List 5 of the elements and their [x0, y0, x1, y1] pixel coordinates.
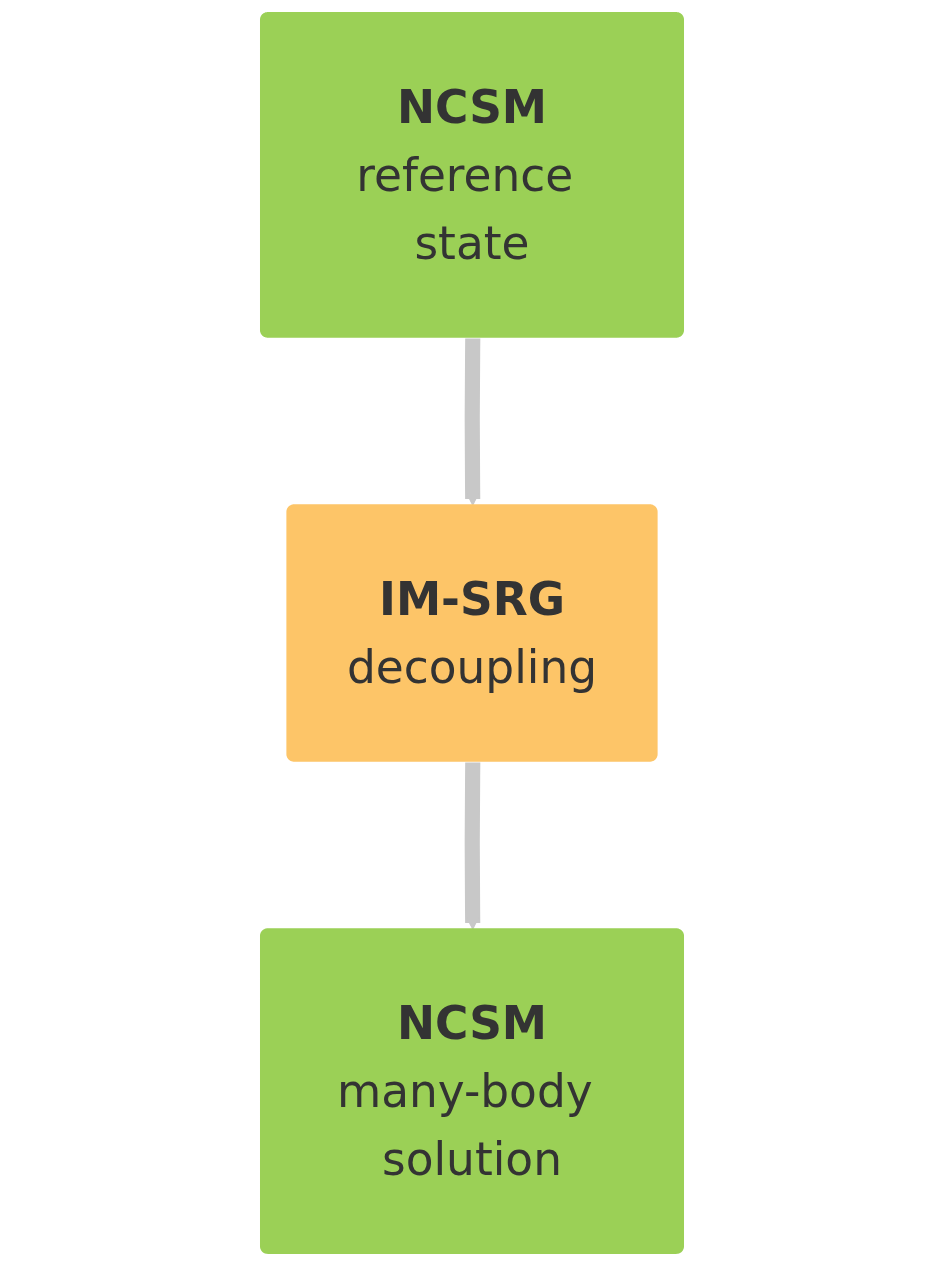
- node-box: NCSM reference state: [260, 12, 684, 338]
- node-box: IM-SRG decoupling: [286, 504, 658, 762]
- node-box: NCSM many-body solution: [260, 928, 684, 1254]
- arrow: [464, 762, 481, 930]
- arrow: [464, 338, 481, 506]
